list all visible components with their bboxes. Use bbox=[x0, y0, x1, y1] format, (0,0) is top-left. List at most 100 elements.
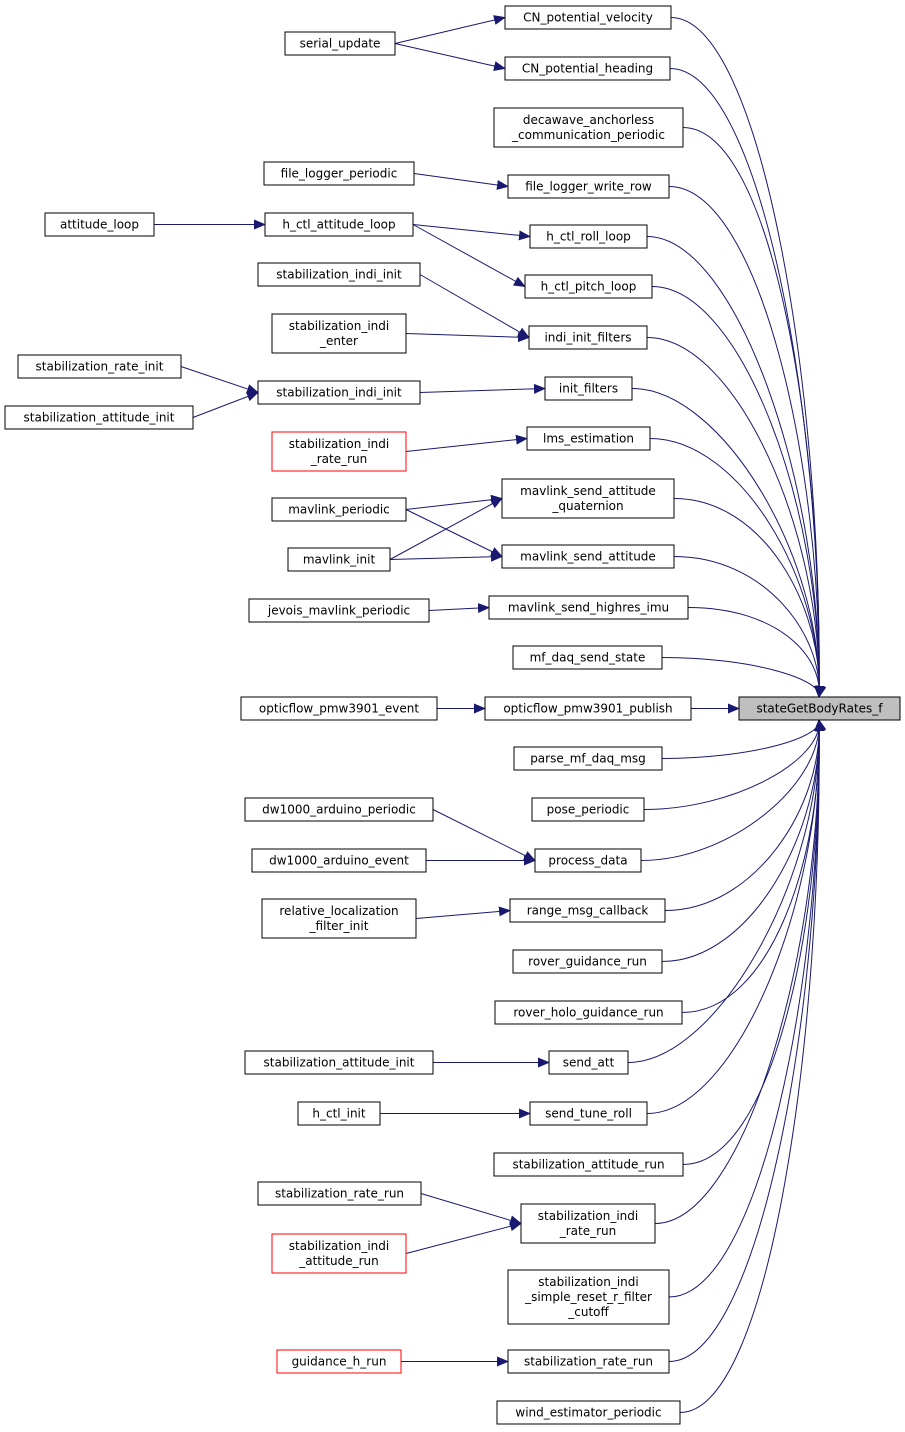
node-guidance[interactable]: guidance_h_run bbox=[276, 1349, 402, 1374]
node-box[interactable] bbox=[271, 431, 407, 472]
node-rover[interactable]: rover_guidance_run bbox=[512, 949, 663, 974]
node-mav_hires[interactable]: mavlink_send_highres_imu bbox=[488, 595, 689, 620]
node-stab_rate_run_a[interactable]: stabilization_rate_run bbox=[257, 1181, 422, 1206]
node-stab_indi_att_run[interactable]: stabilization_indi_attitude_run bbox=[271, 1233, 407, 1274]
node-box[interactable] bbox=[493, 1152, 684, 1177]
node-box[interactable] bbox=[257, 380, 421, 405]
node-send_tune[interactable]: send_tune_roll bbox=[529, 1101, 648, 1126]
node-box[interactable] bbox=[248, 598, 430, 623]
node-att_loop[interactable]: h_ctl_attitude_loop bbox=[264, 212, 414, 237]
node-pitch_loop[interactable]: h_ctl_pitch_loop bbox=[524, 274, 653, 299]
node-box[interactable] bbox=[276, 1349, 402, 1374]
node-process_data[interactable]: process_data bbox=[534, 848, 642, 873]
node-mav_init[interactable]: mavlink_init bbox=[287, 547, 391, 572]
node-cn_head[interactable]: CN_potential_heading bbox=[504, 56, 671, 81]
node-rel_loc[interactable]: relative_localization_filter_init bbox=[261, 898, 417, 939]
node-stab_indi_enter[interactable]: stabilization_indi_enter bbox=[271, 313, 407, 354]
node-reset_filter[interactable]: stabilization_indi_simple_reset_r_filter… bbox=[507, 1269, 670, 1325]
node-roll_loop[interactable]: h_ctl_roll_loop bbox=[529, 224, 648, 249]
node-hctl_init[interactable]: h_ctl_init bbox=[297, 1101, 381, 1126]
node-root[interactable]: stateGetBodyRates_f bbox=[738, 696, 901, 721]
node-parse_mf[interactable]: parse_mf_daq_msg bbox=[513, 746, 663, 771]
node-box[interactable] bbox=[507, 1349, 670, 1374]
node-box[interactable] bbox=[271, 1233, 407, 1274]
node-flog_write[interactable]: file_logger_write_row bbox=[507, 174, 670, 199]
node-indi_init_filters[interactable]: indi_init_filters bbox=[528, 325, 648, 350]
node-stab_indi_init_a[interactable]: stabilization_indi_init bbox=[257, 262, 421, 287]
node-box[interactable] bbox=[488, 595, 689, 620]
node-box[interactable] bbox=[738, 696, 901, 721]
node-box[interactable] bbox=[544, 376, 633, 401]
node-of_publish[interactable]: opticflow_pmw3901_publish bbox=[484, 696, 692, 721]
node-stab_att_run[interactable]: stabilization_attitude_run bbox=[493, 1152, 684, 1177]
node-box[interactable] bbox=[513, 746, 663, 771]
node-jevois[interactable]: jevois_mavlink_periodic bbox=[248, 598, 430, 623]
node-box[interactable] bbox=[257, 262, 421, 287]
node-mav_att[interactable]: mavlink_send_attitude bbox=[501, 544, 675, 569]
node-stab_indi_rate_run_b[interactable]: stabilization_indi_rate_run bbox=[520, 1203, 656, 1244]
node-serial_update[interactable]: serial_update bbox=[284, 31, 396, 56]
node-box[interactable] bbox=[271, 313, 407, 354]
node-box[interactable] bbox=[494, 1000, 683, 1025]
node-box[interactable] bbox=[240, 696, 438, 721]
node-stab_att_init_a[interactable]: stabilization_attitude_init bbox=[4, 405, 194, 430]
node-send_att[interactable]: send_att bbox=[548, 1050, 629, 1075]
node-attitude_loop[interactable]: attitude_loop bbox=[44, 212, 155, 237]
node-box[interactable] bbox=[17, 354, 182, 379]
node-stab_rate_init[interactable]: stabilization_rate_init bbox=[17, 354, 182, 379]
node-dw_event[interactable]: dw1000_arduino_event bbox=[251, 848, 427, 873]
node-box[interactable] bbox=[244, 797, 434, 822]
node-box[interactable] bbox=[528, 325, 648, 350]
node-box[interactable] bbox=[512, 949, 663, 974]
node-of_event[interactable]: opticflow_pmw3901_event bbox=[240, 696, 438, 721]
node-box[interactable] bbox=[509, 898, 666, 923]
node-box[interactable] bbox=[271, 497, 407, 522]
node-box[interactable] bbox=[4, 405, 194, 430]
node-mf_daq[interactable]: mf_daq_send_state bbox=[512, 645, 663, 670]
node-box[interactable] bbox=[501, 544, 675, 569]
node-box[interactable] bbox=[287, 547, 391, 572]
node-dw_periodic[interactable]: dw1000_arduino_periodic bbox=[244, 797, 434, 822]
node-box[interactable] bbox=[251, 848, 427, 873]
node-range_cb[interactable]: range_msg_callback bbox=[509, 898, 666, 923]
node-box[interactable] bbox=[520, 1203, 656, 1244]
node-box[interactable] bbox=[507, 174, 670, 199]
node-pose[interactable]: pose_periodic bbox=[531, 797, 645, 822]
node-box[interactable] bbox=[534, 848, 642, 873]
node-cn_vel[interactable]: CN_potential_velocity bbox=[504, 5, 672, 30]
node-box[interactable] bbox=[297, 1101, 381, 1126]
node-box[interactable] bbox=[526, 426, 651, 451]
node-lms[interactable]: lms_estimation bbox=[526, 426, 651, 451]
node-rover_holo[interactable]: rover_holo_guidance_run bbox=[494, 1000, 683, 1025]
node-box[interactable] bbox=[529, 1101, 648, 1126]
node-init_filters[interactable]: init_filters bbox=[544, 376, 633, 401]
node-box[interactable] bbox=[44, 212, 155, 237]
node-mav_periodic[interactable]: mavlink_periodic bbox=[271, 497, 407, 522]
node-box[interactable] bbox=[548, 1050, 629, 1075]
node-box[interactable] bbox=[507, 1269, 670, 1325]
node-box[interactable] bbox=[244, 1050, 434, 1075]
node-box[interactable] bbox=[504, 5, 672, 30]
node-box[interactable] bbox=[529, 224, 648, 249]
node-wind[interactable]: wind_estimator_periodic bbox=[496, 1400, 681, 1425]
node-mav_att_q[interactable]: mavlink_send_attitude_quaternion bbox=[501, 478, 675, 519]
node-box[interactable] bbox=[263, 161, 415, 186]
node-box[interactable] bbox=[264, 212, 414, 237]
node-box[interactable] bbox=[531, 797, 645, 822]
node-box[interactable] bbox=[524, 274, 653, 299]
node-stab_att_init_b[interactable]: stabilization_attitude_init bbox=[244, 1050, 434, 1075]
node-box[interactable] bbox=[261, 898, 417, 939]
node-decawave[interactable]: decawave_anchorless_communication_period… bbox=[493, 107, 684, 148]
node-stab_indi_rate_run_a[interactable]: stabilization_indi_rate_run bbox=[271, 431, 407, 472]
node-box[interactable] bbox=[496, 1400, 681, 1425]
node-box[interactable] bbox=[501, 478, 675, 519]
node-box[interactable] bbox=[493, 107, 684, 148]
node-box[interactable] bbox=[257, 1181, 422, 1206]
node-box[interactable] bbox=[504, 56, 671, 81]
node-flog_periodic[interactable]: file_logger_periodic bbox=[263, 161, 415, 186]
node-box[interactable] bbox=[512, 645, 663, 670]
node-stab_indi_init_b[interactable]: stabilization_indi_init bbox=[257, 380, 421, 405]
node-box[interactable] bbox=[284, 31, 396, 56]
node-box[interactable] bbox=[484, 696, 692, 721]
node-stab_rate_run_b[interactable]: stabilization_rate_run bbox=[507, 1349, 670, 1374]
